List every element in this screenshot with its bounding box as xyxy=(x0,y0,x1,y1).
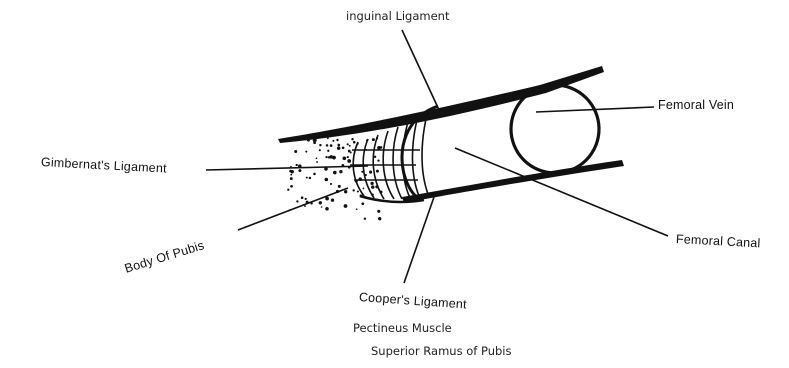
stipple-dot xyxy=(371,185,374,188)
stipple-dot xyxy=(296,200,298,202)
stipple-dot xyxy=(298,169,301,172)
stipple-dot xyxy=(319,201,322,204)
stipple-dot xyxy=(378,217,381,220)
stipple-dot xyxy=(355,180,358,183)
stipple-dot xyxy=(301,196,304,199)
stipple-dot xyxy=(366,139,368,141)
leader-femoral-canal xyxy=(455,148,668,236)
stipple-dot xyxy=(290,174,292,176)
leader-gimbernat xyxy=(206,166,368,170)
stipple-dot xyxy=(287,189,289,191)
leader-inguinal xyxy=(402,30,440,112)
stipple-dot xyxy=(313,141,316,144)
stipple-dot xyxy=(339,170,342,173)
stipple-dot xyxy=(375,185,378,188)
stipple-dot xyxy=(347,156,349,158)
stipple-dot xyxy=(327,150,329,152)
superior-ramus-band xyxy=(402,160,624,203)
stipple-dot xyxy=(332,156,336,160)
stipple-dot xyxy=(336,139,338,141)
stipple-dot xyxy=(365,149,367,151)
stipple-dot xyxy=(361,171,363,173)
stipple-dot xyxy=(316,157,318,159)
stipple-dot xyxy=(326,144,329,147)
inguinal-ligament-band xyxy=(278,66,604,143)
stipple-dot xyxy=(370,182,373,185)
stipple-dot xyxy=(305,151,307,153)
stipple-dot xyxy=(309,177,311,179)
stipple-dot xyxy=(337,144,340,147)
superior-ramus-label: Superior Ramus of Pubis xyxy=(371,344,511,358)
stipple-dot xyxy=(347,159,351,163)
stipple-dot xyxy=(307,138,310,141)
stipple-dot xyxy=(313,173,316,176)
stipple-dot xyxy=(331,199,334,202)
stipple-dot xyxy=(356,208,358,210)
femoral-vein-label: Femoral Vein xyxy=(658,98,734,112)
stipple-dot xyxy=(380,146,383,149)
stipple-dot xyxy=(291,170,294,173)
stipple-dot xyxy=(330,183,332,185)
stipple-dot xyxy=(357,142,359,144)
stipple-dot xyxy=(327,137,329,139)
stipple-dot xyxy=(321,206,323,208)
stipple-dot xyxy=(358,177,362,181)
stipple-dot xyxy=(347,143,349,145)
inguinal-ligament-label: inguinal Ligament xyxy=(346,9,449,23)
stipple-dot xyxy=(337,146,340,149)
stipple-dot xyxy=(363,188,365,190)
leader-body-of-pubis xyxy=(238,188,348,230)
stipple-dot xyxy=(325,197,329,201)
stipple-dot xyxy=(290,177,293,180)
stipple-dot xyxy=(305,198,307,200)
stipple-dot xyxy=(349,145,351,147)
stipple-dot xyxy=(313,139,316,142)
stipple-dot xyxy=(282,138,285,141)
stipple-dot xyxy=(377,210,380,213)
stipple-dot xyxy=(357,190,359,192)
leader-coopers xyxy=(404,197,434,283)
stipple-dot xyxy=(344,204,348,208)
stipple-dot xyxy=(294,150,297,153)
stipple-dot xyxy=(350,152,352,154)
stipple-dot xyxy=(376,170,379,173)
stipple-dot xyxy=(325,156,327,158)
stipple-dot xyxy=(316,161,318,163)
stipple-dot xyxy=(353,141,356,144)
stipple-dot xyxy=(372,138,375,141)
stipple-dot xyxy=(376,137,378,139)
stipple-dot xyxy=(342,156,346,160)
stipple-dot xyxy=(351,138,353,140)
stipple-dot xyxy=(371,193,374,196)
stipple-dot xyxy=(325,207,329,211)
stipple-dot xyxy=(353,189,355,191)
stipple-dot xyxy=(379,190,382,193)
stipple-dot xyxy=(319,149,321,151)
stipple-dot xyxy=(296,164,298,166)
stipple-dot xyxy=(338,185,341,188)
stipple-dot xyxy=(365,174,367,176)
stipple-dot xyxy=(325,178,329,182)
femoral-vein-circle xyxy=(511,85,599,173)
stipple-dot xyxy=(342,146,345,149)
pectineus-muscle-label: Pectineus Muscle xyxy=(353,321,452,335)
stipple-dot xyxy=(332,140,334,142)
stipple-dot xyxy=(290,185,293,188)
stipple-dot xyxy=(306,177,308,179)
stipple-dot xyxy=(344,190,347,193)
stipple-dot xyxy=(374,156,376,158)
stipple-dot xyxy=(364,218,366,220)
stipple-dot xyxy=(361,202,364,205)
stipple-dot xyxy=(333,171,337,175)
stipple-dot xyxy=(330,144,333,147)
stipple-dot xyxy=(369,171,372,174)
stipple-dot xyxy=(319,144,321,146)
stipple-dot xyxy=(360,195,363,198)
stipple-dot xyxy=(377,159,379,161)
